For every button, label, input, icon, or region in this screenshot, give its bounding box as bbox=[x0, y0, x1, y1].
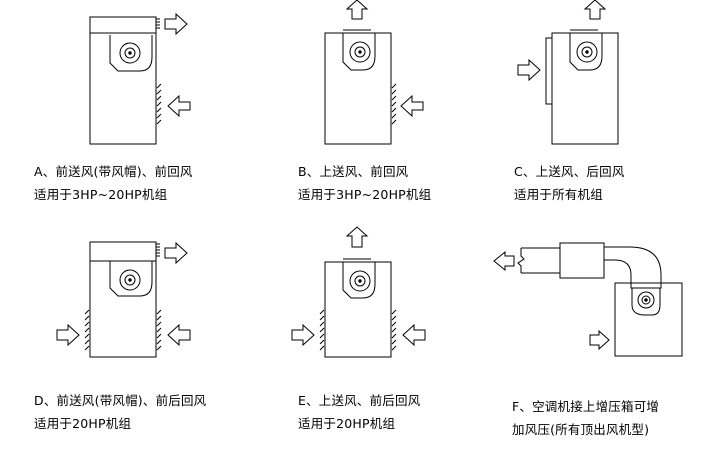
caption-a-line2: 适用于3HP~20HP机组 bbox=[34, 187, 168, 202]
caption-d: D、前送风(带风帽)、前后回风 适用于20HP机组 bbox=[34, 389, 206, 435]
booster-box bbox=[559, 242, 605, 279]
caption-b-line2: 适用于3HP~20HP机组 bbox=[298, 187, 432, 202]
caption-a-line1: A、前送风(带风帽)、前回风 bbox=[34, 164, 193, 179]
caption-c-line1: C、上送风、后回风 bbox=[514, 164, 625, 179]
caption-e-line2: 适用于20HP机组 bbox=[298, 416, 396, 431]
caption-e-line1: E、上送风、前后回风 bbox=[298, 393, 421, 408]
unit-cabinet bbox=[324, 261, 392, 358]
supply-arrow-up-icon bbox=[345, 226, 369, 248]
air-hood bbox=[89, 241, 157, 262]
fan-blower-icon bbox=[342, 33, 376, 71]
rear-return-grille bbox=[84, 309, 90, 351]
return-grille bbox=[391, 83, 397, 125]
fan-blower-icon bbox=[109, 35, 153, 72]
return-arrow-left-icon bbox=[167, 94, 191, 118]
supply-arrow-up-icon bbox=[583, 0, 607, 20]
caption-c-line2: 适用于所有机组 bbox=[514, 187, 603, 202]
duct-elbow bbox=[604, 246, 662, 283]
return-arrow-right-icon bbox=[517, 58, 541, 82]
unit-cabinet bbox=[614, 282, 683, 357]
front-return-grille bbox=[391, 309, 397, 351]
caption-b: B、上送风、前回风 适用于3HP~20HP机组 bbox=[298, 160, 431, 206]
front-return-grille bbox=[156, 309, 162, 351]
hood-grille bbox=[156, 243, 160, 257]
caption-b-line1: B、上送风、前回风 bbox=[298, 164, 409, 179]
panel-e-drawing bbox=[291, 226, 426, 358]
return-grille bbox=[156, 83, 162, 125]
caption-d-line2: 适用于20HP机组 bbox=[34, 416, 132, 431]
hood-grille bbox=[156, 18, 160, 29]
caption-f-line1: F、空调机接上增压箱可增 bbox=[512, 399, 660, 414]
rear-return-grille bbox=[319, 309, 325, 351]
caption-f: F、空调机接上增压箱可增 加风压(所有顶出风机型) bbox=[512, 395, 659, 441]
supply-arrow-up-icon bbox=[345, 0, 369, 20]
caption-f-line2: 加风压(所有顶出风机型) bbox=[512, 422, 650, 437]
return-arrow-right-icon bbox=[589, 329, 610, 351]
unit-cabinet bbox=[89, 241, 157, 358]
fan-blower-icon bbox=[631, 288, 661, 316]
caption-e: E、上送风、前后回风 适用于20HP机组 bbox=[298, 389, 420, 435]
caption-d-line1: D、前送风(带风帽)、前后回风 bbox=[34, 393, 207, 408]
supply-arrow-right-icon bbox=[164, 12, 188, 36]
return-arrow-left-icon bbox=[402, 323, 426, 347]
unit-cabinet bbox=[324, 32, 392, 145]
fan-blower-icon bbox=[342, 262, 376, 299]
caption-a: A、前送风(带风帽)、前回风 适用于3HP~20HP机组 bbox=[34, 160, 193, 206]
return-arrow-left-icon bbox=[400, 94, 424, 118]
unit-cabinet bbox=[551, 32, 619, 145]
fan-blower-icon bbox=[569, 33, 603, 71]
supply-arrow-right-icon bbox=[164, 241, 188, 265]
rear-return-panel bbox=[545, 37, 553, 105]
return-arrow-right-icon bbox=[56, 323, 80, 347]
caption-c: C、上送风、后回风 适用于所有机组 bbox=[514, 160, 625, 206]
return-arrow-right-icon bbox=[291, 323, 315, 347]
panel-d-drawing bbox=[56, 241, 191, 358]
supply-arrow-left-icon bbox=[493, 250, 515, 272]
fan-outlet bbox=[630, 282, 662, 289]
air-hood bbox=[89, 16, 157, 34]
fan-blower-icon bbox=[109, 261, 153, 297]
unit-cabinet bbox=[89, 16, 157, 145]
panel-b-drawing bbox=[324, 0, 424, 145]
return-arrow-left-icon bbox=[167, 323, 191, 347]
panel-f-drawing bbox=[493, 242, 683, 357]
duct-break bbox=[517, 248, 525, 273]
panel-a-drawing bbox=[89, 12, 191, 145]
panel-c-drawing bbox=[517, 0, 619, 145]
